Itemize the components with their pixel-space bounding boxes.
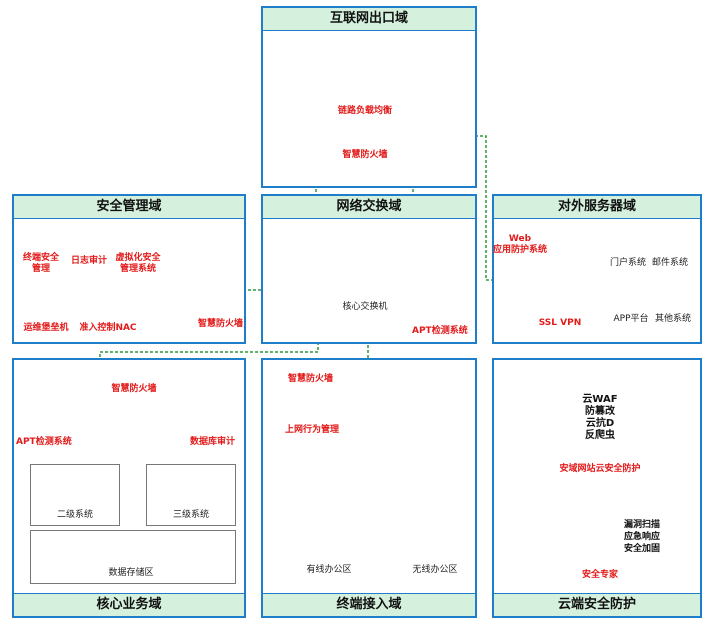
other-system-label: 其他系统 [654, 314, 691, 324]
isp-telecom-label: 电信 [403, 43, 422, 53]
wireless-office-label: 无线办公区 [412, 565, 458, 575]
external-service-title: 对外服务器域 [494, 196, 700, 219]
cloud-protection-label: 安域网站云安全防护 [559, 464, 641, 474]
level2-system-label: 二级系统 [56, 510, 93, 520]
isp-unicom-label: 联通 [305, 43, 324, 53]
load-balancer-label: 链路负载均衡 [337, 106, 392, 116]
core-firewall-label: 智慧防火墙 [111, 384, 157, 394]
security-hardening-label: 安全加固 [624, 544, 661, 554]
terminal-firewall-label: 智慧防火墙 [288, 374, 334, 384]
cloud-security-zone: 云端安全防护 [492, 358, 702, 618]
ssl-vpn-label: SSL VPN [538, 318, 582, 328]
external-service-zone: 对外服务器域 [492, 194, 702, 344]
anti-crawler-label: 反爬虫 [585, 430, 615, 441]
behavior-mgmt-label: 上网行为管理 [285, 425, 340, 435]
internet-zone-title: 互联网出口域 [263, 8, 475, 31]
network-exchange-zone: 网络交换域 [261, 194, 477, 344]
security-mgmt-title: 安全管理域 [14, 196, 244, 219]
level3-system-box [146, 464, 236, 526]
internet-firewall-label: 智慧防火墙 [342, 150, 388, 160]
app-platform-label: APP平台 [613, 314, 649, 324]
security-mgmt-firewall-label: 智慧防火墙 [198, 319, 244, 329]
anti-tamper-label: 防篡改 [585, 406, 615, 417]
level2-system-box [30, 464, 120, 526]
mail-system-label: 邮件系统 [651, 258, 688, 268]
vuln-scan-label: 漏洞扫描 [624, 520, 661, 530]
nac-label: 准入控制NAC [79, 323, 137, 333]
terminal-access-title: 终端接入域 [263, 593, 475, 616]
data-storage-box [30, 530, 236, 584]
network-exchange-title: 网络交换域 [263, 196, 475, 219]
endpoint-security-label: 终端安全 管理 [22, 253, 59, 274]
security-expert-label: 安全专家 [581, 570, 618, 580]
level3-system-label: 三级系统 [172, 510, 209, 520]
data-storage-label: 数据存储区 [108, 568, 154, 578]
bastion-host-label: 运维堡垒机 [23, 323, 69, 333]
virtual-security-label: 虚拟化安全 管理系统 [115, 253, 161, 274]
wired-office-label: 有线办公区 [306, 565, 352, 575]
internet-egress-zone: 互联网出口域 [261, 6, 477, 188]
emergency-response-label: 应急响应 [624, 532, 661, 542]
cloud-waf-label: 云WAF [582, 394, 618, 405]
terminal-access-zone: 终端接入域 [261, 358, 477, 618]
portal-system-label: 门户系统 [609, 258, 646, 268]
waf-label: Web 应用防护系统 [492, 234, 547, 255]
db-audit-label: 数据库审计 [190, 437, 236, 447]
core-business-title: 核心业务域 [14, 593, 244, 616]
core-apt-label: APT检测系统 [16, 437, 72, 447]
cloud-ddos-label: 云抗D [585, 418, 615, 429]
core-switch-label: 核心交换机 [342, 302, 388, 312]
exchange-apt-label: APT检测系统 [412, 326, 468, 336]
log-audit-label: 日志审计 [70, 256, 107, 266]
security-management-zone: 安全管理域 [12, 194, 246, 344]
cloud-security-title: 云端安全防护 [494, 593, 700, 616]
